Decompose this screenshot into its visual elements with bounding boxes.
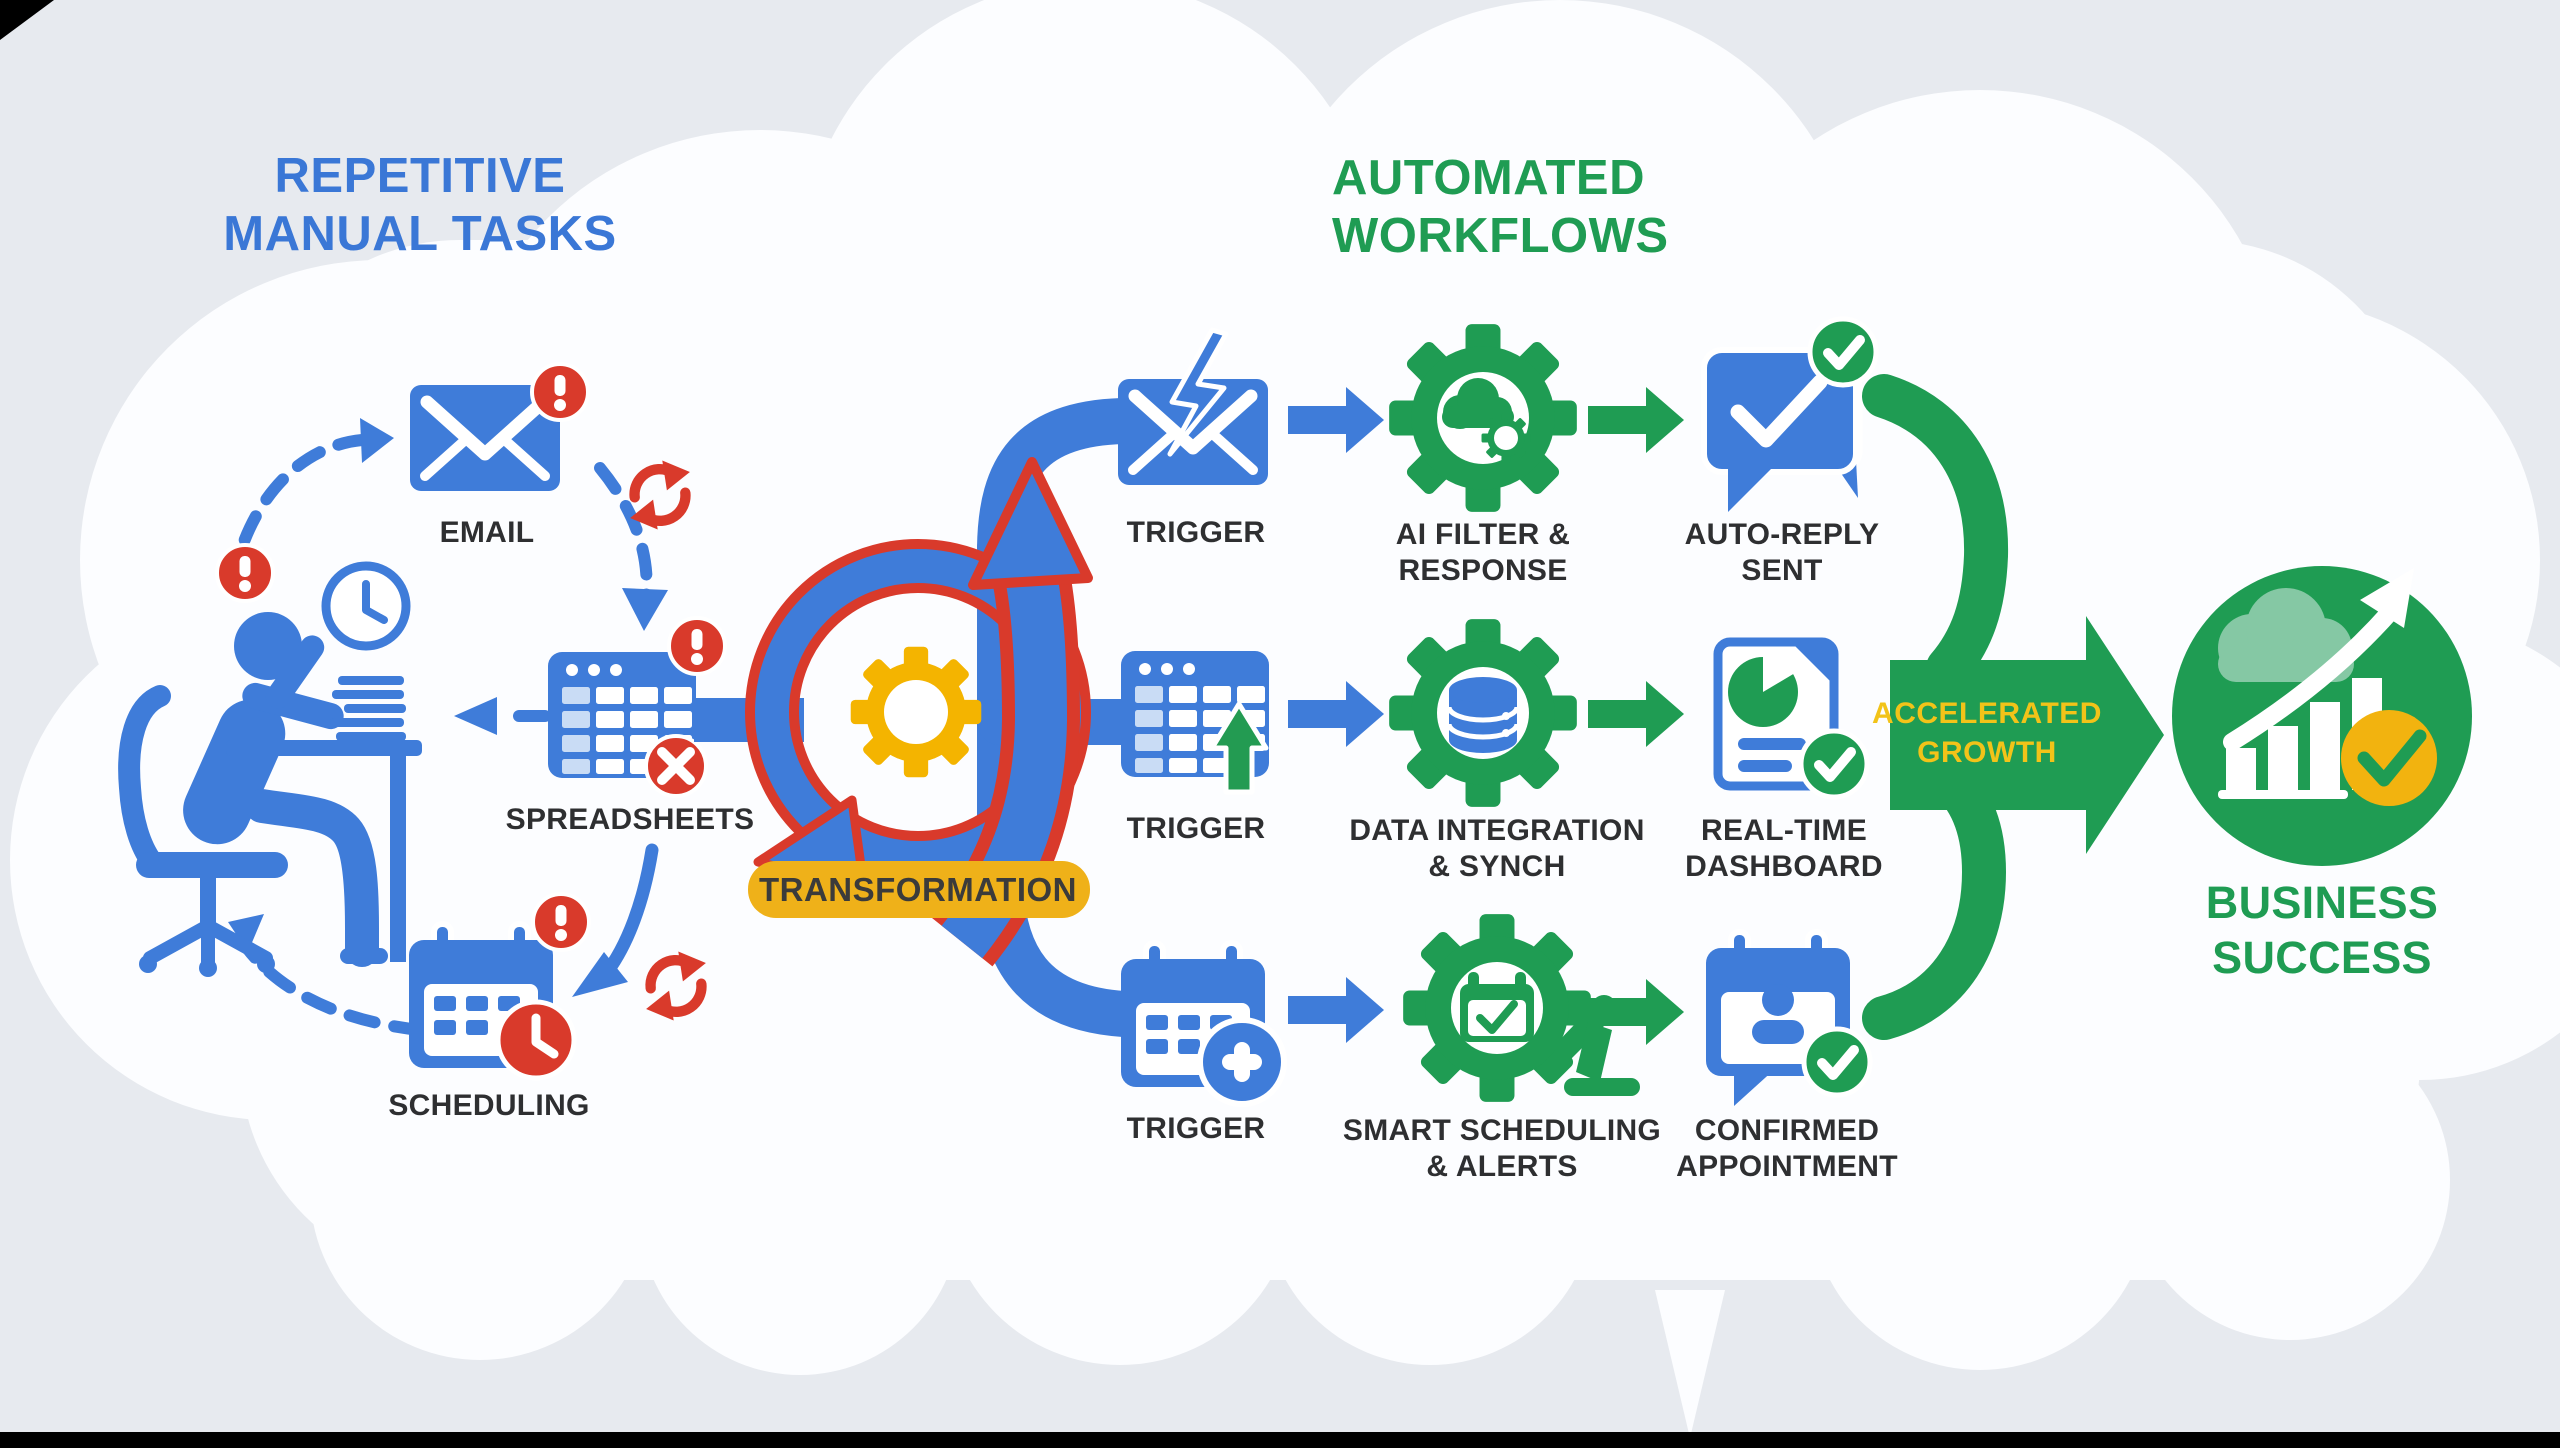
error-x-icon xyxy=(644,734,708,798)
spreadsheet-upload-icon xyxy=(1121,651,1269,795)
business-success-icon xyxy=(2172,566,2472,866)
dashboard-document-icon xyxy=(1713,637,1839,791)
calendar-person-icon xyxy=(1706,932,1850,1106)
accelerated-growth-label: ACCELERATED GROWTH xyxy=(1872,697,2102,769)
scheduling-label: SCHEDULING xyxy=(388,1089,590,1122)
email-label: EMAIL xyxy=(439,516,535,549)
check-badge-icon xyxy=(1801,731,1867,797)
alert-icon xyxy=(667,616,727,676)
row2-process-label: DATA INTEGRATION & SYNCH xyxy=(1349,814,1645,883)
transformation-label: TRANSFORMATION xyxy=(758,871,1078,909)
chat-check-icon xyxy=(1701,347,1863,512)
row3-process-label: SMART SCHEDULING & ALERTS xyxy=(1342,1114,1662,1183)
growth-arrow-icon xyxy=(1862,374,2164,1040)
gear-icon xyxy=(850,646,982,778)
row3-output-label: CONFIRMED APPOINTMENT xyxy=(1676,1114,1898,1183)
scheduling-curve-arrow xyxy=(572,843,659,997)
transformation-pill xyxy=(748,861,1090,918)
check-badge-icon xyxy=(1804,1029,1870,1095)
business-success-label: BUSINESS SUCCESS xyxy=(2205,877,2439,983)
alert-icon xyxy=(530,362,590,422)
lightning-email-icon xyxy=(1118,327,1268,485)
spreadsheets-label: SPREADSHEETS xyxy=(505,803,755,836)
alert-icon xyxy=(531,892,591,952)
ai-cloud-gear-icon xyxy=(1389,324,1577,512)
row1-output-label: AUTO-REPLY SENT xyxy=(1684,518,1880,587)
manual-loop-arrowheads xyxy=(228,418,668,952)
right-section-title: AUTOMATED WORKFLOWS xyxy=(1332,151,1669,263)
row1-trigger-label: TRIGGER xyxy=(1126,516,1266,549)
alert-icon xyxy=(215,543,275,603)
row1-process-label: AI FILTER & RESPONSE xyxy=(1395,518,1571,587)
person-at-desk-icon xyxy=(118,612,422,977)
check-badge-icon xyxy=(1810,319,1876,385)
row2-trigger-label: TRIGGER xyxy=(1126,812,1266,845)
row2-output-label: REAL-TIME DASHBOARD xyxy=(1685,814,1883,883)
left-section-title: REPETITIVE MANUAL TASKS xyxy=(223,149,617,261)
database-gear-icon xyxy=(1389,619,1577,807)
row3-trigger-label: TRIGGER xyxy=(1126,1112,1266,1145)
clock-icon xyxy=(321,561,411,651)
clock-badge-icon xyxy=(495,999,577,1081)
calendar-plus-icon xyxy=(1121,943,1287,1107)
